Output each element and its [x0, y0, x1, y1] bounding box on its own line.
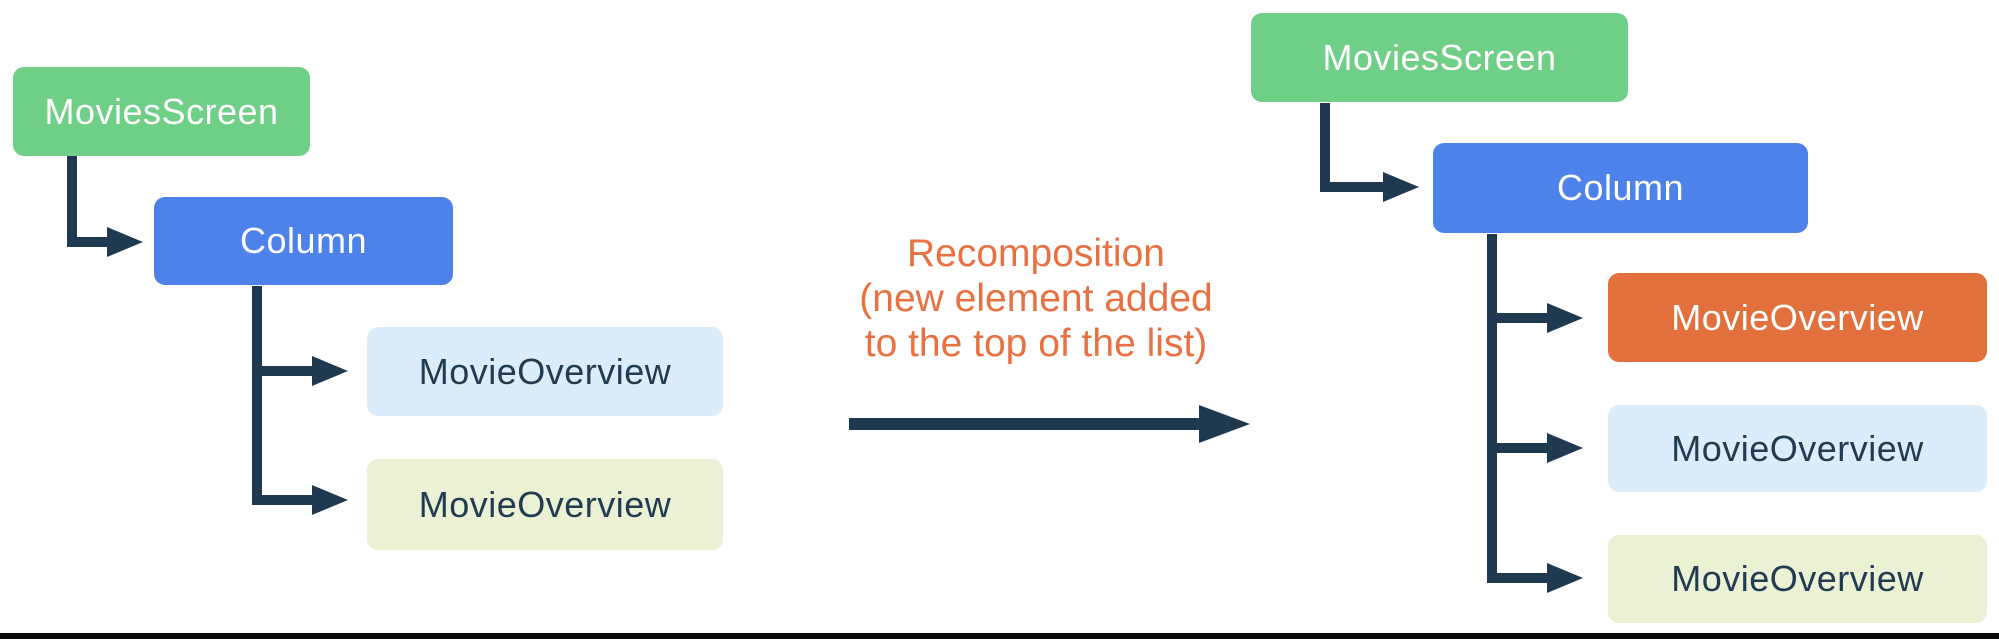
arrowhead-left-child1-icon	[312, 356, 348, 386]
right-tree-root-node: MoviesScreen	[1251, 13, 1628, 102]
right-tree-child-node-2: MovieOverview	[1608, 405, 1987, 492]
connector-left-root-to-column	[67, 156, 107, 247]
left-tree-child-node-2: MovieOverview	[367, 459, 723, 550]
caption-line-1: Recomposition	[907, 232, 1165, 275]
right-tree-column-node: Column	[1433, 143, 1808, 233]
arrowhead-left-child2-icon	[312, 485, 348, 515]
arrowhead-right-child1-icon	[1547, 303, 1583, 333]
connector-right-column-to-children	[1487, 234, 1547, 583]
arrowhead-right-child3-icon	[1547, 563, 1583, 593]
left-tree-child-node-1: MovieOverview	[367, 327, 723, 416]
arrowhead-left-column-icon	[107, 227, 143, 257]
recomposition-caption: Recomposition (new element added to the …	[816, 231, 1256, 366]
right-tree-child-node-new: MovieOverview	[1608, 273, 1987, 362]
connector-left-column-to-children	[252, 286, 312, 505]
recomposition-arrowhead-icon	[1199, 405, 1250, 443]
connector-right-root-to-column	[1320, 103, 1383, 192]
caption-line-2: (new element added	[859, 277, 1213, 320]
arrowhead-right-column-icon	[1383, 172, 1419, 202]
caption-line-3: to the top of the list)	[864, 322, 1208, 365]
right-tree-child-node-3: MovieOverview	[1608, 535, 1987, 623]
bottom-divider	[0, 633, 1999, 639]
arrowhead-right-child2-icon	[1547, 433, 1583, 463]
left-tree-column-node: Column	[154, 197, 453, 285]
left-tree-root-node: MoviesScreen	[13, 67, 310, 156]
